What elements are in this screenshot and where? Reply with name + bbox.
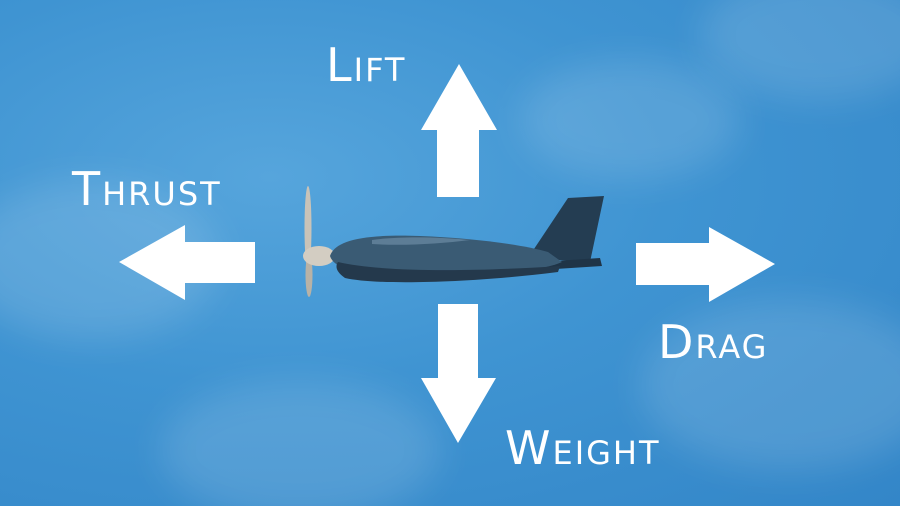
arrow-right-icon — [636, 227, 775, 302]
drag-label: Drag — [658, 315, 769, 369]
arrow-left-icon — [119, 225, 255, 300]
airplane-icon — [303, 186, 604, 297]
arrow-down-icon — [421, 304, 496, 443]
lift-label: Lift — [326, 38, 407, 92]
cloud — [640, 300, 900, 470]
cloud — [520, 60, 740, 180]
arrow-up-icon — [421, 64, 497, 197]
thrust-label: Thrust — [72, 162, 222, 216]
cloud — [160, 380, 440, 506]
weight-label: Weight — [505, 421, 661, 475]
